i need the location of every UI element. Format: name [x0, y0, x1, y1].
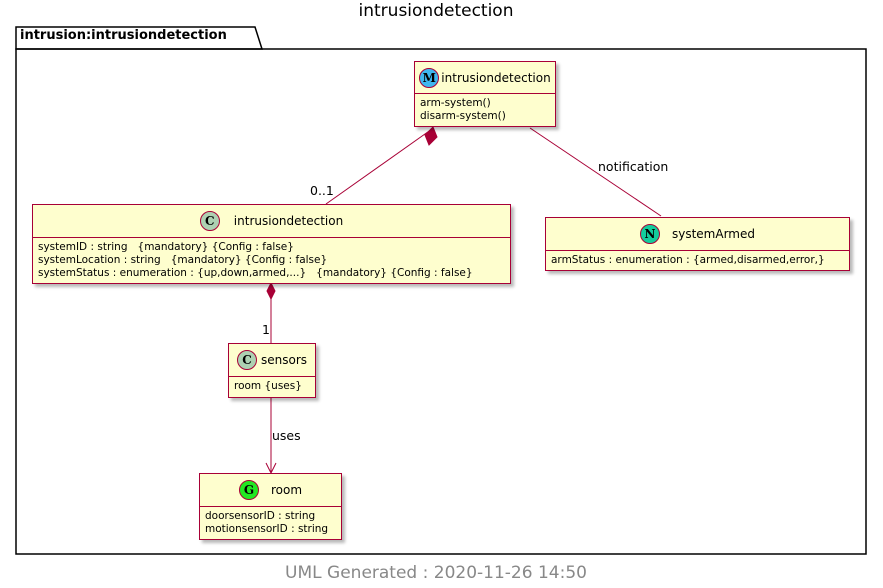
- container-class[interactable]: C intrusiondetection systemID : string {…: [32, 204, 511, 284]
- module-member: arm-system(): [420, 97, 491, 109]
- module-stereotype-icon: M: [419, 67, 440, 88]
- module-class[interactable]: M intrusiondetection arm-system()disarm-…: [414, 61, 556, 127]
- container-class-name: intrusiondetection: [233, 214, 344, 228]
- notification-member: armStatus : enumeration : {armed,disarme…: [551, 254, 825, 266]
- notification-edge-label: notification: [598, 159, 669, 174]
- notification-stereotype-icon: N: [639, 224, 660, 244]
- notification-class-header: N systemArmed: [546, 218, 849, 251]
- module-member: disarm-system(): [420, 110, 506, 122]
- notification-class-members: armStatus : enumeration : {armed,disarme…: [546, 251, 849, 270]
- generated-footer: UML Generated : 2020-11-26 14:50: [285, 563, 587, 583]
- sensors-stereotype-icon: C: [236, 350, 257, 370]
- notification-class[interactable]: N systemArmed armStatus : enumeration : …: [545, 217, 850, 271]
- uses-edge-label: uses: [272, 428, 301, 443]
- container-member: systemLocation : string {mandatory} {Con…: [38, 254, 328, 266]
- sensors-class-members: room {uses}: [229, 377, 315, 396]
- room-class-header: G room: [200, 474, 341, 507]
- container-class-header: C intrusiondetection: [33, 205, 510, 238]
- sensors-member: room {uses}: [234, 380, 302, 392]
- multiplicity-label-0-1: 0..1: [310, 183, 334, 198]
- sensors-class-header: C sensors: [229, 344, 315, 377]
- composition-diamond-module: [424, 126, 438, 146]
- package-frame: [15, 48, 867, 555]
- container-stereotype-icon: C: [199, 211, 220, 231]
- notification-class-name: systemArmed: [671, 227, 755, 241]
- module-class-members: arm-system()disarm-system(): [415, 94, 555, 126]
- notification-association-line: [529, 127, 662, 217]
- room-member: motionsensorID : string: [205, 523, 329, 535]
- sensors-class-name: sensors: [260, 353, 308, 367]
- package-label: intrusion:intrusiondetection: [20, 28, 227, 43]
- module-class-name: intrusiondetection: [441, 70, 551, 85]
- composition-diamond-container: [266, 281, 276, 301]
- room-member: doorsensorID : string: [205, 510, 316, 522]
- multiplicity-label-1: 1: [262, 322, 270, 337]
- container-member: systemStatus : enumeration : {up,down,ar…: [38, 267, 473, 279]
- composition-line-module-container: [325, 128, 433, 205]
- room-class-name: room: [270, 483, 303, 497]
- module-class-header: M intrusiondetection: [415, 62, 555, 94]
- container-class-members: systemID : string {mandatory} {Config : …: [33, 238, 510, 283]
- room-stereotype-icon: G: [238, 480, 259, 500]
- diagram-title: intrusiondetection: [358, 1, 514, 21]
- sensors-class[interactable]: C sensors room {uses}: [228, 343, 316, 398]
- container-member: systemID : string {mandatory} {Config : …: [38, 241, 294, 253]
